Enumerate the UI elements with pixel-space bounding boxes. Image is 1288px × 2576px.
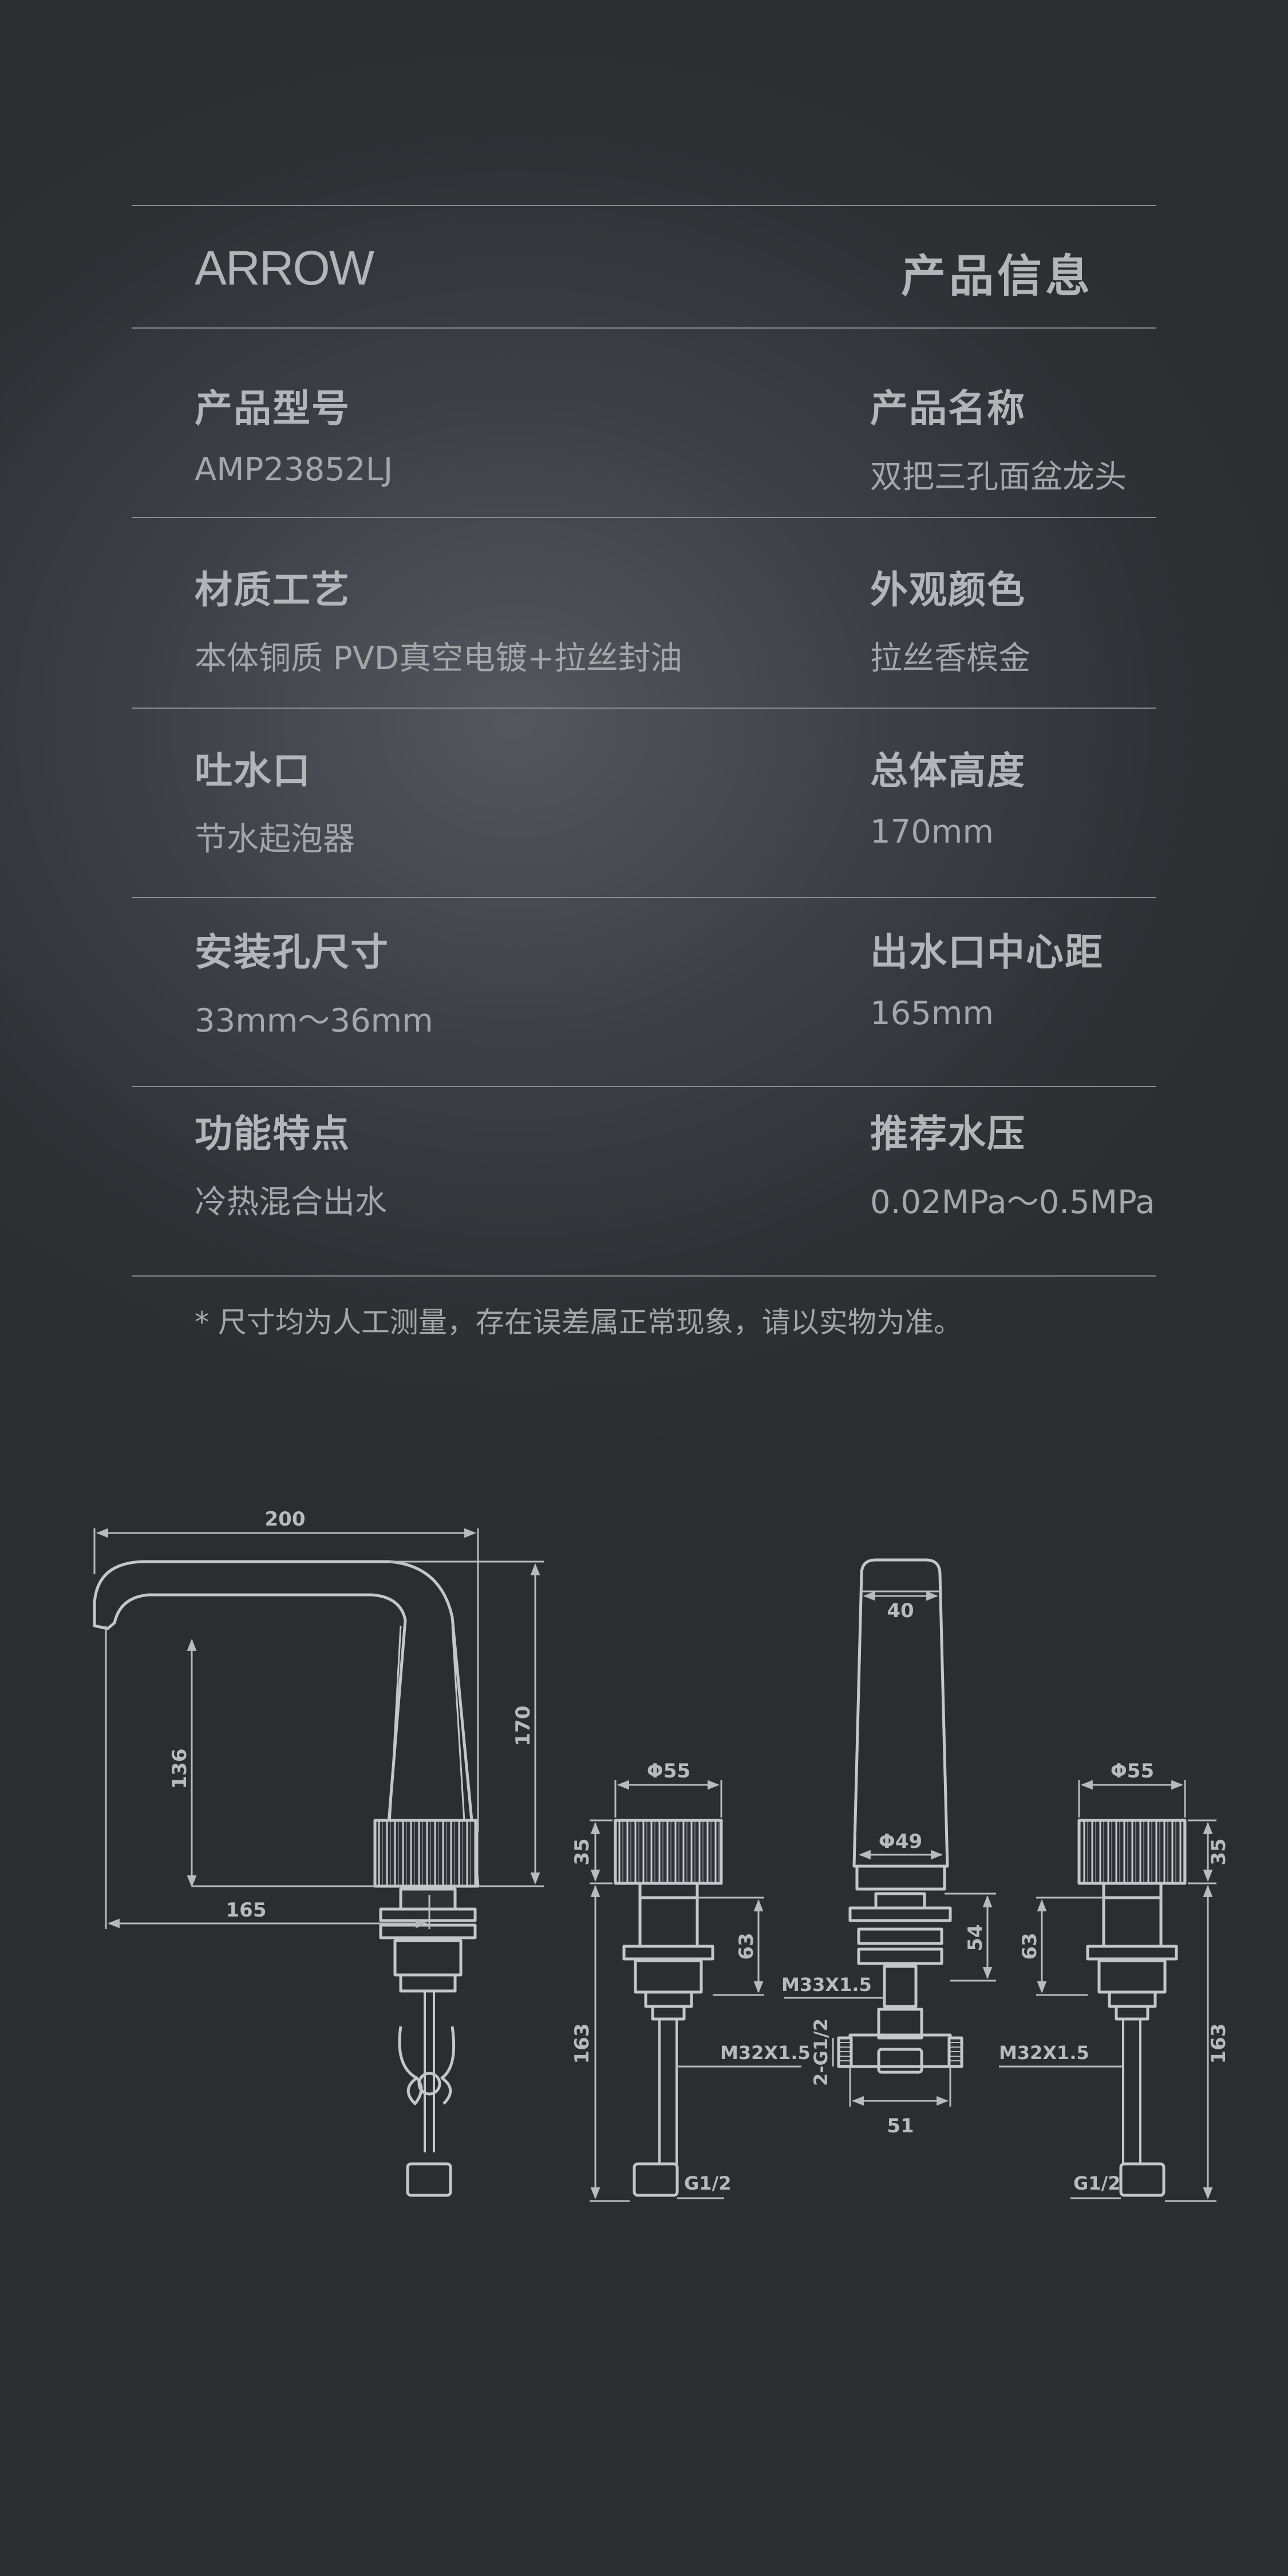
dim-left-handle-inlet: G1/2 [684,2172,731,2194]
rule-row-5 [132,1275,1156,1277]
dim-left-handle-total: 163 [571,2024,594,2064]
dim-right-handle-height: 35 [1207,1838,1230,1865]
right-handle-outline [1077,1819,1187,2197]
rule-row-3 [132,897,1156,898]
spec-label-center-distance: 出水口中心距 [870,930,1104,974]
spec-label-material: 材质工艺 [195,568,350,612]
dim-spout-width: 200 [265,1508,306,1531]
spec-value-model: AMP23852LJ [195,451,393,488]
spec-value-name: 双把三孔面盆龙头 [870,459,1127,496]
rule-header [132,327,1156,329]
spec-label-height: 总体高度 [870,749,1026,793]
dim-center-outlet: 2-G1/2 [810,2018,832,2086]
rule-row-4 [132,1086,1156,1087]
dim-left-handle-diameter: Φ55 [647,1760,690,1783]
spec-label-pressure: 推荐水压 [870,1112,1026,1156]
dim-center-thread: M33X1.5 [781,1974,872,1996]
dim-left-handle-height: 35 [571,1838,594,1865]
dim-right-handle-body: 63 [1018,1933,1041,1959]
spec-label-function: 功能特点 [195,1112,350,1156]
spec-label-hole-size: 安装孔尺寸 [195,930,389,974]
dim-center-top-width: 40 [887,1599,914,1622]
dim-left-handle-body: 63 [735,1933,758,1959]
measurement-note: * 尺寸均为人工测量，存在误差属正常现象，请以实物为准。 [195,1306,962,1339]
spec-value-color: 拉丝香槟金 [870,640,1030,677]
dim-right-handle-total: 163 [1207,2024,1230,2064]
dim-right-handle-thread: M32X1.5 [999,2042,1089,2064]
spec-label-spout: 吐水口 [195,749,311,793]
spec-value-hole-size: 33mm～36mm [195,1002,433,1040]
spec-label-color: 外观颜色 [870,568,1026,612]
spec-label-model: 产品型号 [195,386,350,430]
dim-spout-reach: 165 [226,1899,267,1922]
spec-value-height: 170mm [870,813,994,851]
spec-value-pressure: 0.02MPa～0.5MPa [870,1184,1155,1221]
dim-center-body: 54 [964,1924,987,1951]
dim-left-handle-thread: M32X1.5 [720,2042,811,2064]
dim-right-handle-inlet: G1/2 [1073,2172,1120,2194]
dim-right-handle-diameter: Φ55 [1111,1760,1154,1783]
spec-value-center-distance: 165mm [870,995,994,1032]
spec-value-spout: 节水起泡器 [195,821,355,858]
center-spout-outline [837,1558,963,2074]
spout-outline [93,1560,480,2197]
dim-center-base-diameter: Φ49 [879,1830,922,1853]
dim-center-connector: 51 [887,2115,914,2138]
spec-value-material: 本体铜质 PVD真空电镀+拉丝封油 [195,640,682,677]
spec-value-function: 冷热混合出水 [195,1184,387,1221]
rule-top [132,205,1156,206]
dim-spout-clearance: 136 [168,1749,191,1789]
rule-row-1 [132,517,1156,518]
page-title: 产品信息 [900,251,1093,302]
left-handle-outline [614,1819,723,2197]
dimension-drawing: 200 170 136 165 Φ55 35 163 63 M32X1.5 G1… [93,1508,1230,2202]
spec-label-name: 产品名称 [870,386,1026,430]
dim-spout-height: 170 [512,1706,535,1747]
rule-row-2 [132,708,1156,709]
brand-logo: ARROW [195,241,374,295]
